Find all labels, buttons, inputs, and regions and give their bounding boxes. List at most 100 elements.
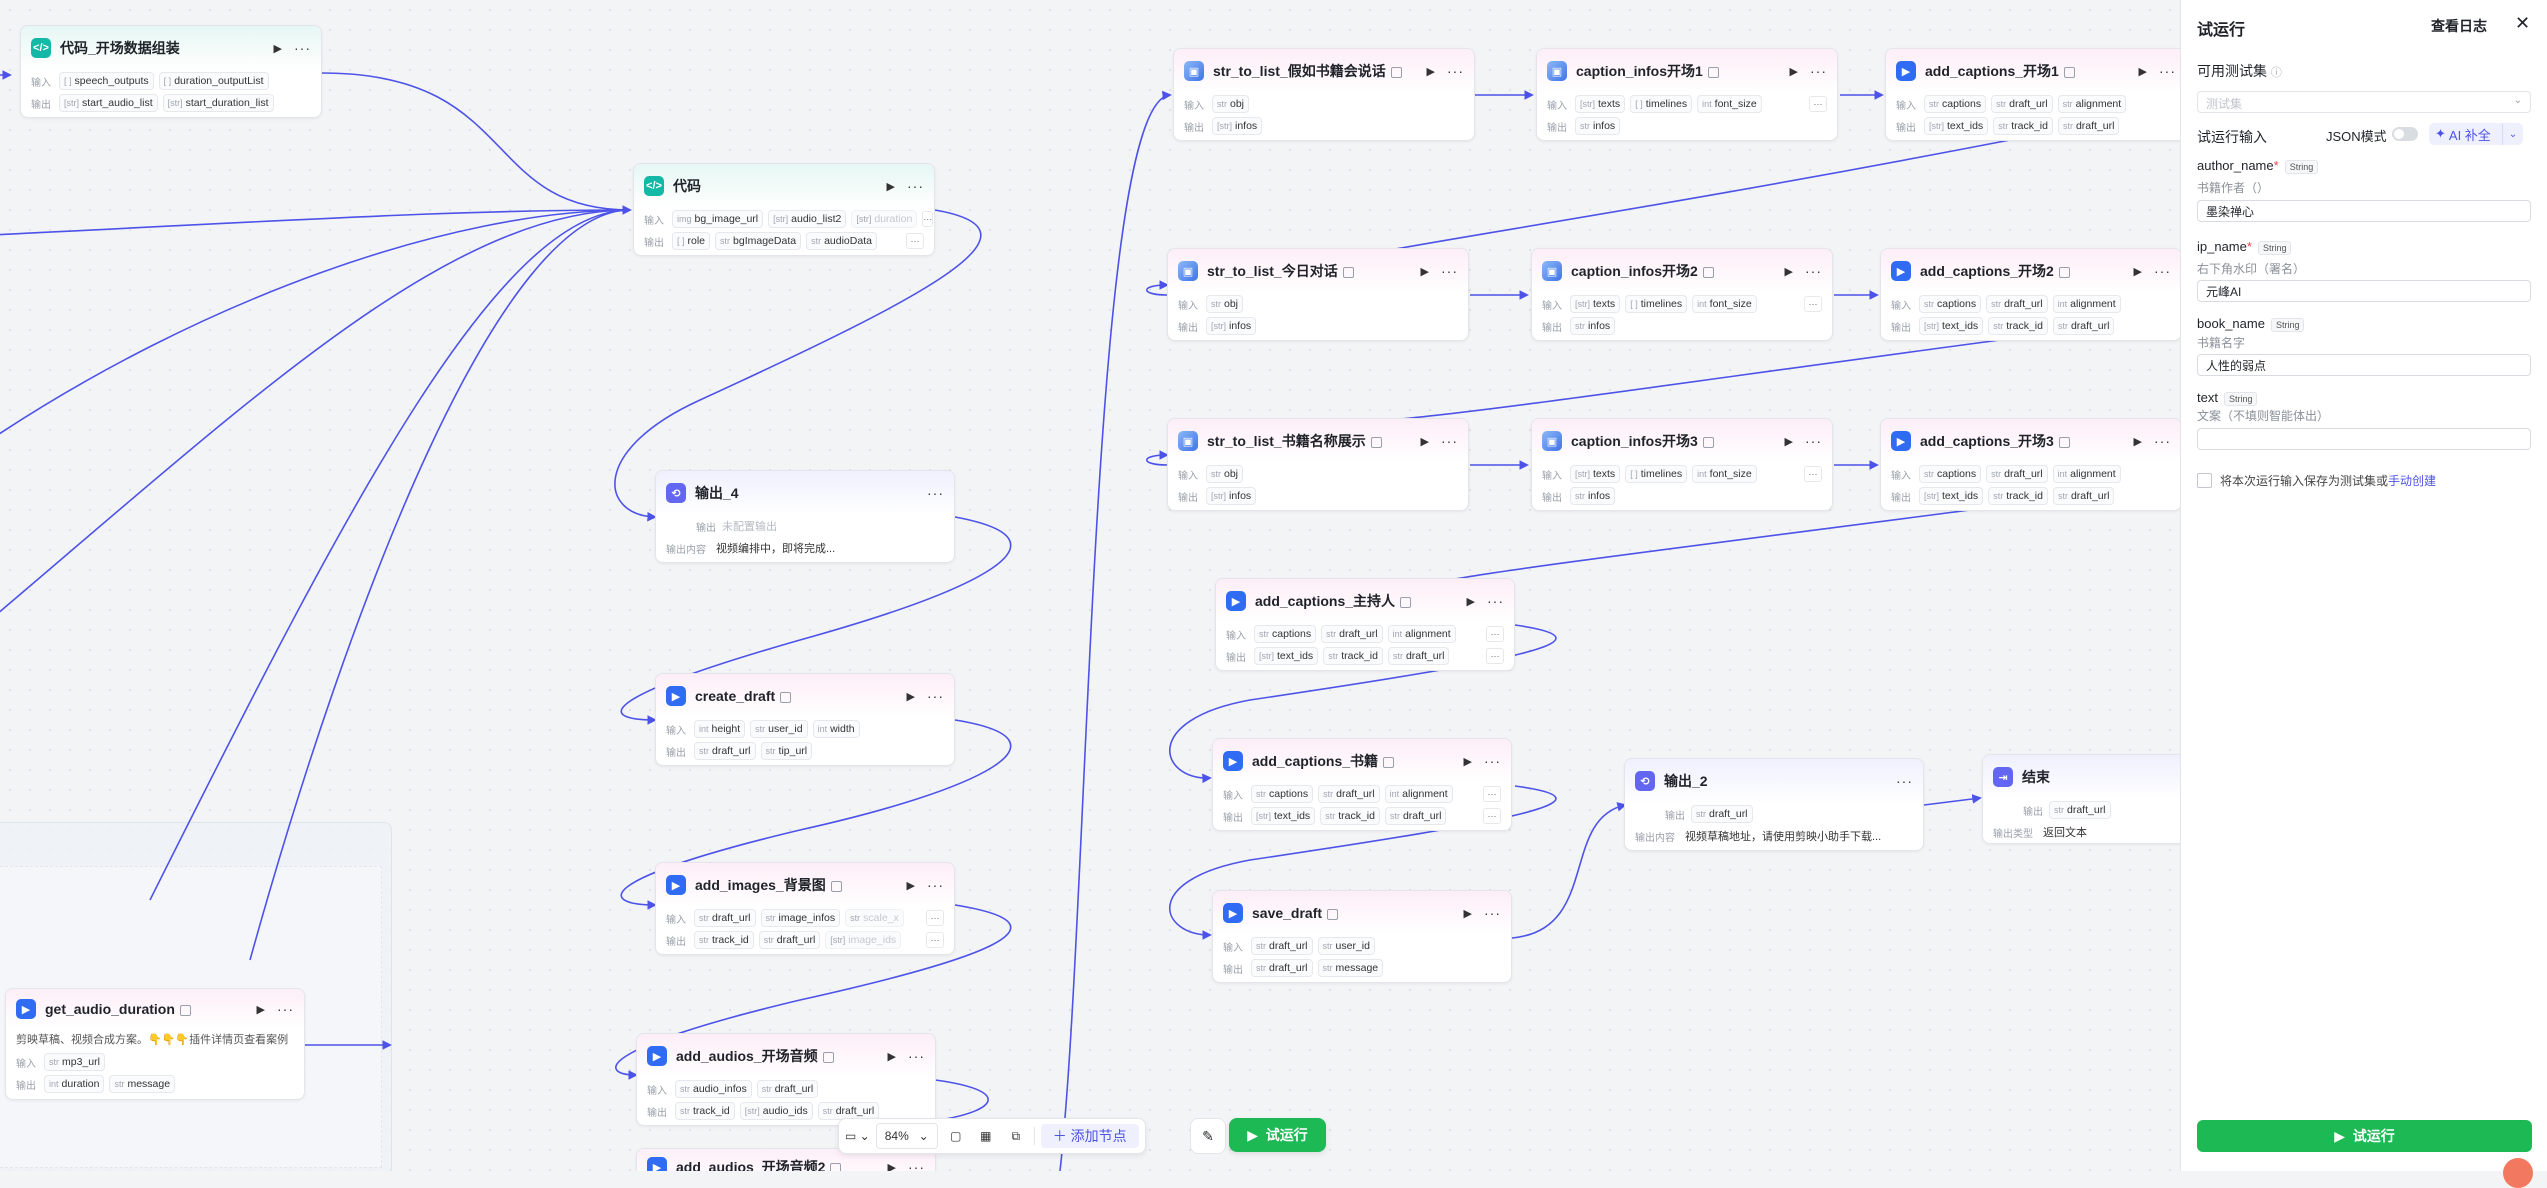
more-icon[interactable]: ··· [1441,263,1458,279]
layout-icon[interactable]: ▦ [980,1129,992,1143]
zoom-select[interactable]: 84%⌄ [875,1123,938,1149]
node-caption-infos-1[interactable]: ▣ caption_infos开场1 ▶··· 输入 [str]texts [ … [1536,48,1838,141]
frame-icon[interactable]: ⧉ [1011,1128,1021,1143]
play-icon[interactable]: ▶ [906,879,915,892]
more-inputs-button[interactable]: ··· [1483,786,1501,802]
play-icon[interactable]: ▶ [2138,65,2147,78]
ai-fill-button[interactable]: ✦ AI 补全⌄ [2429,123,2523,145]
plugin-icon: ▶ [666,875,686,895]
ip-name-input[interactable] [2197,280,2531,302]
more-icon[interactable]: ··· [1805,433,1822,449]
more-icon[interactable]: ··· [927,688,944,704]
play-icon[interactable]: ▶ [886,180,895,193]
more-icon[interactable]: ··· [1487,593,1504,609]
more-inputs-button[interactable]: ··· [1804,296,1822,312]
text-input[interactable] [2197,428,2531,450]
more-outputs-button[interactable]: ··· [906,233,924,249]
more-icon[interactable]: ··· [907,178,924,194]
view-log-button[interactable]: 查看日志 [2431,18,2487,34]
node-title: save_draft [1252,905,1458,921]
more-icon[interactable]: ··· [1484,905,1501,921]
more-icon[interactable]: ··· [908,1159,925,1171]
more-outputs-button[interactable]: ··· [1483,808,1501,824]
save-testset-checkbox[interactable] [2197,473,2212,488]
more-icon[interactable]: ··· [2159,63,2176,79]
node-get-audio-duration[interactable]: ▶ get_audio_duration ▶··· 剪映草稿、视频合成方案。👇👇… [5,988,305,1100]
play-icon[interactable]: ▶ [887,1050,896,1063]
panel-run-button[interactable]: ▶ 试运行 [2197,1120,2532,1152]
node-code-kaichang[interactable]: </> 代码_开场数据组装 ▶··· 输入 [ ]speech_outputs … [20,25,322,118]
avatar[interactable] [2503,1158,2533,1188]
play-icon[interactable]: ▶ [273,42,282,55]
more-icon[interactable]: ··· [2154,433,2171,449]
more-icon[interactable]: ··· [1805,263,1822,279]
minimap-icon[interactable]: ▭ ⌄ [845,1129,870,1143]
author-name-input[interactable] [2197,200,2531,222]
workflow-canvas[interactable]: </> 代码_开场数据组装 ▶··· 输入 [ ]speech_outputs … [0,0,2180,1171]
play-icon[interactable]: ▶ [1789,65,1798,78]
plugin-icon: ▶ [1223,903,1243,923]
debug-icon[interactable]: ✎ [1190,1118,1226,1154]
play-icon[interactable]: ▶ [906,690,915,703]
more-outputs-button[interactable]: ··· [1486,648,1504,664]
more-icon[interactable]: ··· [927,877,944,893]
play-icon[interactable]: ▶ [1466,595,1475,608]
test-run-button[interactable]: ▶ 试运行 [1229,1118,1326,1152]
more-outputs-button[interactable]: ··· [926,932,944,948]
play-icon[interactable]: ▶ [1463,755,1472,768]
more-icon[interactable]: ··· [1441,433,1458,449]
node-title: add_captions_主持人 [1255,591,1461,611]
more-inputs-button[interactable]: ··· [1804,466,1822,482]
play-icon[interactable]: ▶ [1426,65,1435,78]
more-icon[interactable]: ··· [2154,263,2171,279]
play-icon[interactable]: ▶ [1420,265,1429,278]
node-title: 输出_2 [1664,773,1708,789]
node-output-4[interactable]: ⟲ 输出_4 ··· 输出 未配置输出 输出内容 视频编排中，即将完成... [655,470,955,563]
play-icon[interactable]: ▶ [1784,265,1793,278]
more-icon[interactable]: ··· [927,485,944,501]
manual-create-link[interactable]: 手动创建 [2388,474,2437,488]
more-inputs-button[interactable]: ··· [926,910,944,926]
play-icon[interactable]: ▶ [2133,265,2142,278]
play-icon[interactable]: ▶ [2133,435,2142,448]
more-icon[interactable]: ··· [1447,63,1464,79]
play-icon[interactable]: ▶ [1784,435,1793,448]
play-icon[interactable]: ▶ [1420,435,1429,448]
more-inputs-button[interactable]: ··· [1809,96,1827,112]
testset-select[interactable]: 测试集⌄ [2197,91,2531,113]
node-title: str_to_list_假如书籍会说话 [1213,61,1421,81]
more-icon[interactable]: ··· [1484,753,1501,769]
node-caption-infos-2[interactable]: ▣ caption_infos开场2 ▶··· 输入 [str]texts [ … [1531,248,1833,341]
more-icon[interactable]: ··· [277,1001,294,1017]
more-icon[interactable]: ··· [908,1048,925,1064]
close-icon[interactable]: ✕ [2515,13,2531,33]
more-inputs-button[interactable]: ··· [1486,626,1504,642]
more-icon[interactable]: ··· [1896,773,1913,789]
add-node-button[interactable]: ＋ 添加节点 [1040,1124,1139,1148]
play-icon[interactable]: ▶ [887,1161,896,1172]
play-icon[interactable]: ▶ [256,1003,265,1016]
more-icon[interactable]: ··· [294,40,311,56]
node-caption-infos-3[interactable]: ▣ caption_infos开场3 ▶··· 输入 [str]texts [ … [1531,418,1833,511]
book-name-input[interactable] [2197,354,2531,376]
json-mode-toggle[interactable] [2392,127,2418,141]
more-icon[interactable]: ··· [1810,63,1827,79]
comment-icon[interactable]: ▢ [950,1129,962,1143]
play-icon[interactable]: ▶ [1463,907,1472,920]
more-inputs-button[interactable]: ··· [922,211,934,227]
